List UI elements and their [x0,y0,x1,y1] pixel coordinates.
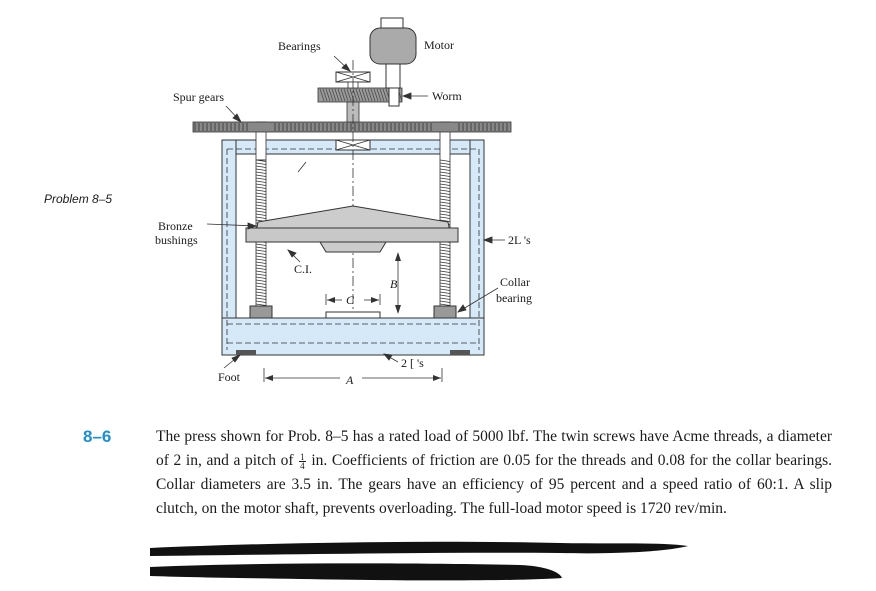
dimension-c [325,294,381,305]
label-bearing: bearing [496,291,532,305]
label-motor: Motor [424,38,454,52]
label-bearings: Bearings [278,39,321,53]
platen-ci [245,205,459,253]
spur-gear-bar [192,121,512,133]
redaction-stroke-2 [150,563,562,581]
label-a: A [345,373,354,387]
dimension-b [395,252,401,314]
leader-lines [206,55,505,369]
label-c: C [346,293,355,307]
label-2l-s: 2L 's [508,233,531,247]
problem-statement: The press shown for Prob. 8–5 has a rate… [156,425,832,521]
pitch-denominator: 4 [300,460,305,471]
label-bronze: Bronze [158,219,193,233]
problem-text-1: The press shown for Prob. 8–5 has a rate… [156,428,832,469]
pitch-numerator: 1 [299,451,306,462]
label-worm: Worm [432,89,462,103]
label-b: B [390,277,398,291]
motor [369,17,417,107]
label-spur-gears: Spur gears [173,90,224,104]
label-bushings: bushings [155,233,198,247]
bottom-plate [325,311,381,319]
redaction-stroke-1 [150,541,688,556]
label-ci: C.I. [294,262,312,276]
label-foot: Foot [218,370,241,384]
press-figure: Bearings Motor Spur gears Worm Bronze bu… [155,17,532,387]
problem-text-2: in. Coefficients of friction are 0.05 fo… [156,452,833,517]
collar-bearing [249,305,457,319]
problem-tag: Problem 8–5 [44,192,113,206]
label-2-brackets: 2 [ 's [401,356,424,370]
problem-number: 8–6 [83,427,112,446]
label-collar: Collar [500,275,530,289]
dimension-a [263,368,443,382]
